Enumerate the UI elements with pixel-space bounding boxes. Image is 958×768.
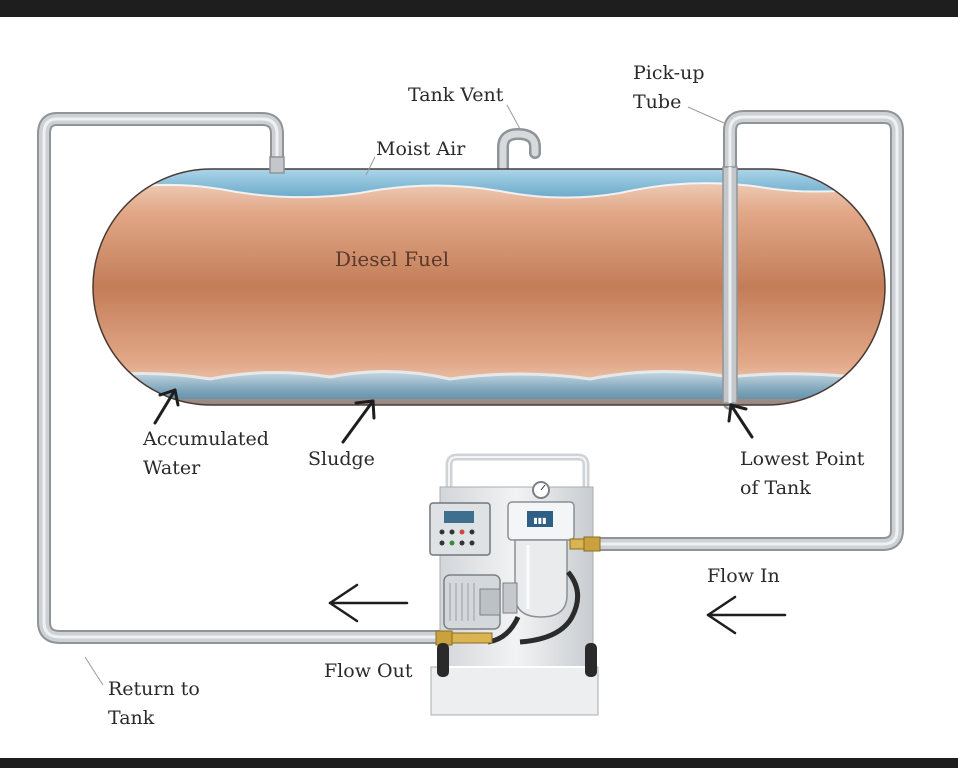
label-sludge: Sludge bbox=[308, 448, 375, 470]
label-accumulated-water-line1: Accumulated bbox=[143, 428, 269, 450]
pickup-pipe bbox=[591, 110, 904, 551]
water-bottom-layer bbox=[93, 399, 885, 405]
label-diesel-fuel: Diesel Fuel bbox=[335, 247, 450, 271]
label-accumulated-water-line2: Water bbox=[143, 457, 201, 479]
lowest-point-pointer bbox=[727, 403, 754, 439]
label-moist-air: Moist Air bbox=[376, 138, 466, 160]
label-flow-out: Flow Out bbox=[324, 660, 413, 682]
cart-wheel-right bbox=[585, 643, 597, 677]
pointer-arrows bbox=[153, 388, 754, 444]
label-pickup-tube-line2: Tube bbox=[633, 91, 682, 113]
cart-wheel-left bbox=[437, 643, 449, 677]
control-box bbox=[429, 502, 491, 556]
label-lowest-point-line1: Lowest Point bbox=[740, 448, 865, 470]
label-flow-in: Flow In bbox=[707, 565, 780, 587]
label-pickup-tube-line1: Pick-up bbox=[633, 62, 705, 84]
sludge-pointer bbox=[341, 399, 376, 444]
label-return-to-tank-line2: Tank bbox=[108, 707, 155, 729]
flow-out-arrow bbox=[328, 583, 409, 623]
bottom-black-bar bbox=[0, 758, 958, 768]
return-pipe bbox=[37, 112, 447, 644]
flow-arrows bbox=[328, 583, 787, 635]
tank-vent-pipe bbox=[497, 127, 541, 183]
label-tank-vent: Tank Vent bbox=[408, 84, 504, 106]
top-black-bar bbox=[0, 0, 958, 17]
moist-air-layer bbox=[93, 169, 885, 198]
leader-lines bbox=[84, 104, 725, 686]
label-lowest-point-line2: of Tank bbox=[740, 477, 811, 499]
fuel-tank bbox=[92, 156, 886, 406]
inlet-fitting bbox=[583, 536, 601, 552]
outlet-fitting bbox=[435, 630, 453, 646]
svg-text:▮▮▮: ▮▮▮ bbox=[533, 516, 546, 525]
fuel-polishing-diagram: ▮▮▮ bbox=[37, 104, 904, 716]
flow-in-arrow bbox=[706, 595, 787, 635]
label-return-to-tank-line1: Return to bbox=[108, 678, 200, 700]
accumulated-water-pointer bbox=[153, 388, 180, 425]
diagram-canvas: ▮▮▮ bbox=[0, 17, 958, 758]
filtration-cart: ▮▮▮ bbox=[429, 453, 601, 716]
